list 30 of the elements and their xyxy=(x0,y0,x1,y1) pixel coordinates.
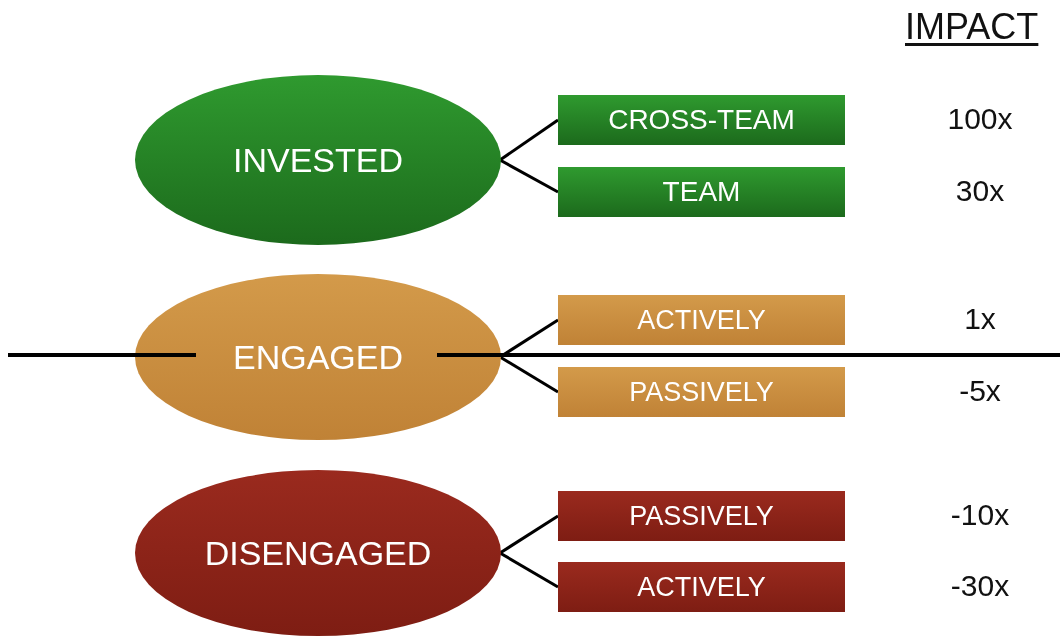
impact-value: 1x xyxy=(963,302,997,336)
connector-line xyxy=(499,158,559,194)
node-label: INVESTED xyxy=(232,140,403,180)
level-box xyxy=(558,167,845,217)
node-label: CROSS-TEAM xyxy=(608,104,795,136)
category-ellipse xyxy=(135,75,501,245)
node-label: TEAM xyxy=(662,176,741,208)
impact-value: 30x xyxy=(954,174,1006,208)
impact-value: -10x xyxy=(949,498,1011,532)
impact-value: 100x xyxy=(946,102,1014,136)
category-ellipse xyxy=(135,470,501,636)
node-label: PASSIVELY xyxy=(629,376,774,408)
category-ellipse xyxy=(135,274,501,440)
level-box xyxy=(558,491,845,541)
connector-line xyxy=(499,118,559,162)
node-label: DISENGAGED xyxy=(204,533,432,573)
impact-value: -5x xyxy=(958,374,1002,408)
connector-line xyxy=(499,551,559,589)
level-box xyxy=(558,95,845,145)
connector-line xyxy=(499,355,559,394)
connector-line xyxy=(499,514,559,555)
node-label: ACTIVELY xyxy=(637,304,766,336)
node-label: ACTIVELY xyxy=(637,571,766,603)
level-box xyxy=(558,562,845,612)
level-box xyxy=(558,367,845,417)
column-heading: IMPACT xyxy=(905,6,1039,48)
node-label: ENGAGED xyxy=(232,337,403,377)
impact-value: -30x xyxy=(949,569,1011,603)
level-box xyxy=(558,295,845,345)
node-label: PASSIVELY xyxy=(629,500,774,532)
